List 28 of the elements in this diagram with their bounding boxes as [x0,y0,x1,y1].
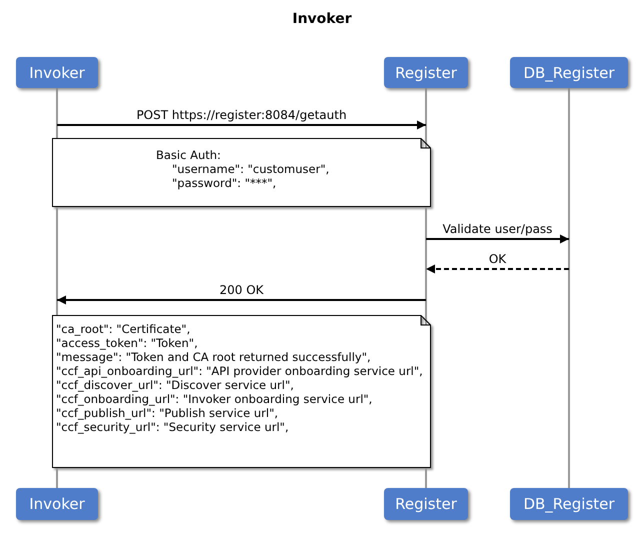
message-arrow [57,120,426,130]
note [52,315,431,468]
edge-label: 200 OK [217,283,266,297]
note-text: "ccf_discover_url": "Discover service url", [56,378,294,392]
participant-box: Invoker [16,488,98,520]
note-text: Basic Auth: [156,148,221,162]
participant-box: Register [384,57,468,88]
edge-label: Validate user/pass [440,222,554,236]
note-text: "message": "Token and CA root returned successfully", [56,350,371,364]
diagram-title: Invoker [291,11,353,27]
note-text: "username": "customuser", [172,162,330,176]
note-text: "ccf_onboarding_url": "Invoker onboarding service url", [56,392,372,406]
note-text: "password": "***", [172,176,276,190]
participant-box: DB_Register [510,57,628,88]
note-text: "ccf_publish_url": "Publish service url", [56,406,278,420]
participant-box: Register [384,488,468,520]
note-text: "ccf_api_onboarding_url": "API provider onboarding service url", [56,364,423,378]
message-arrow [57,296,426,304]
note-text: "ccf_security_url": "Security service url", [56,420,289,434]
message-arrow [426,234,569,244]
participant-box: Invoker [16,57,98,88]
lifeline [568,88,570,488]
note-text: "ca_root": "Certificate", [56,322,190,336]
note [52,138,431,207]
note-text: "access_token": "Token", [56,336,198,350]
return-arrow [426,264,569,274]
edge-label: OK [486,252,508,266]
participant-box: DB_Register [510,488,628,520]
